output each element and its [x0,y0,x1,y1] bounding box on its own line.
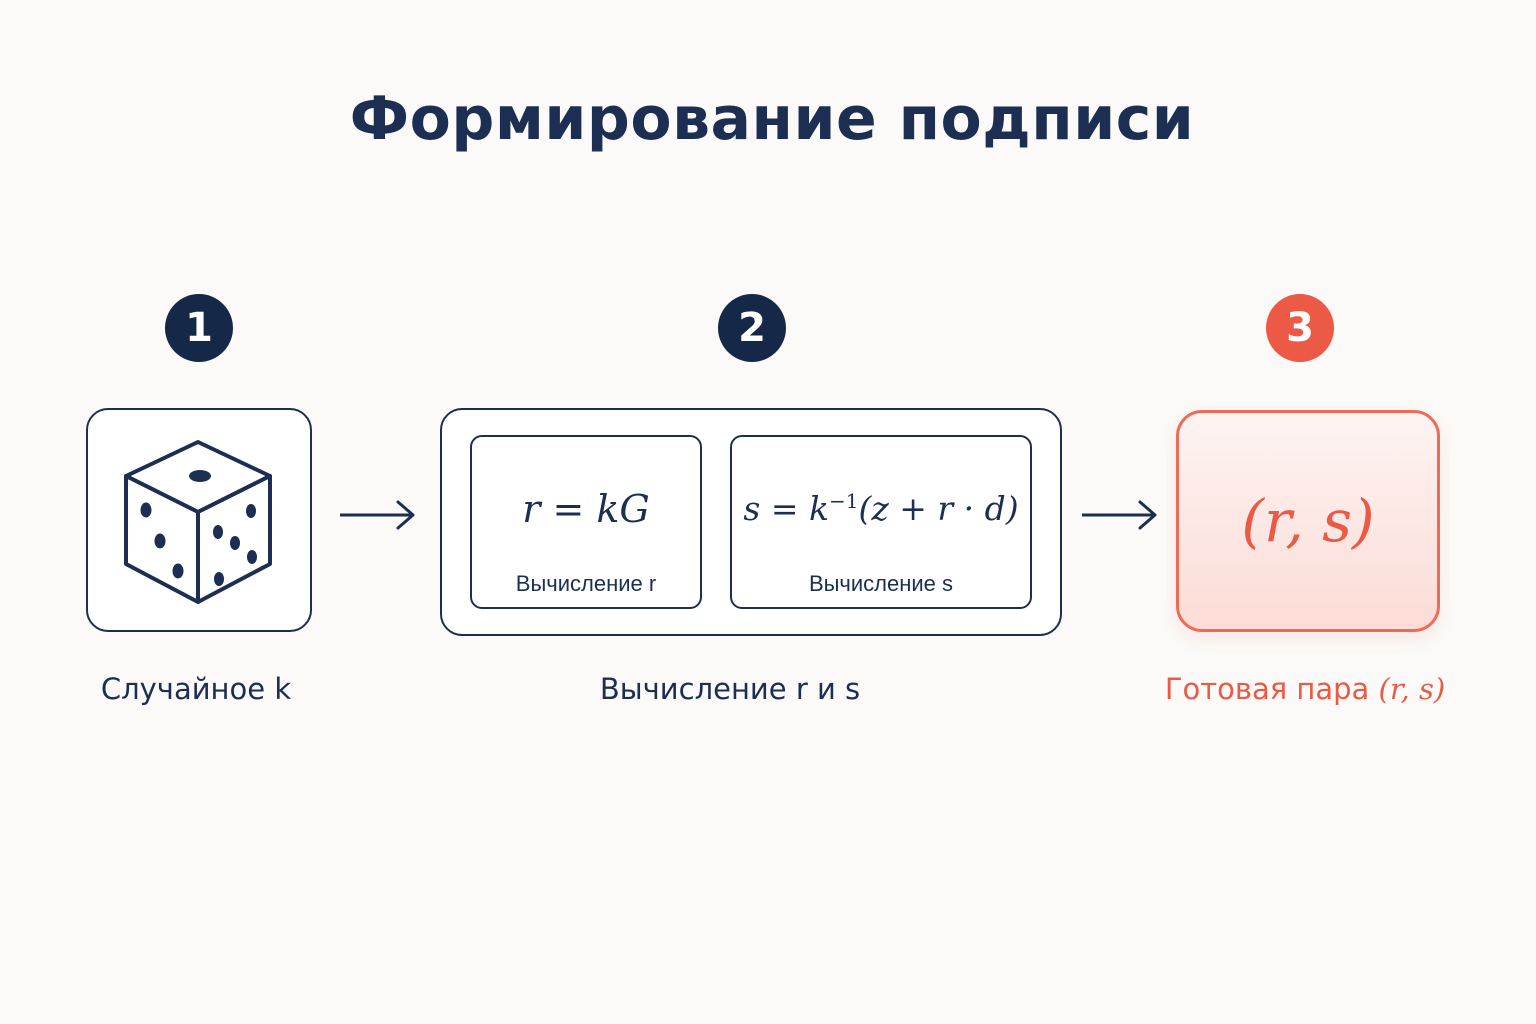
step-2-badge: 2 [718,294,786,362]
compute-s-caption: Вычисление s [808,571,954,596]
step-1-label: Случайное k [100,672,292,706]
formula-s-rest: (z + r · d) [858,489,1019,528]
result-card: (r, s) [1176,410,1440,632]
arrow-right-icon [340,500,415,530]
compute-r-caption: Вычисление r [515,571,657,596]
formula-s-exponent: −1 [828,489,859,513]
step-1-badge: 1 [165,294,233,362]
result-pair: (r, s) [1241,487,1375,555]
step-3-label-text: Готовая пара [1164,672,1379,706]
formula-s: s = k−1(z + r · d) [732,489,1030,528]
compute-s-box: s = k−1(z + r · d) Вычисление s [730,435,1032,609]
step-3-badge: 3 [1266,294,1334,362]
page-title: Формирование подписи [349,84,1195,154]
arrow-right-icon [1082,500,1157,530]
step-3-label-math: (r, s) [1378,672,1446,706]
formula-r: r = kG [522,487,650,531]
random-k-card [86,408,312,632]
compute-card: r = kG Вычисление r s = k−1(z + r · d) В… [440,408,1062,636]
step-2-label: Вычисление r и s [599,672,861,706]
compute-r-box: r = kG Вычисление r [470,435,702,609]
formula-s-base: s = k [743,489,829,528]
dice-icon [123,439,272,604]
step-3-label: Готовая пара (r, s) [1140,672,1470,706]
